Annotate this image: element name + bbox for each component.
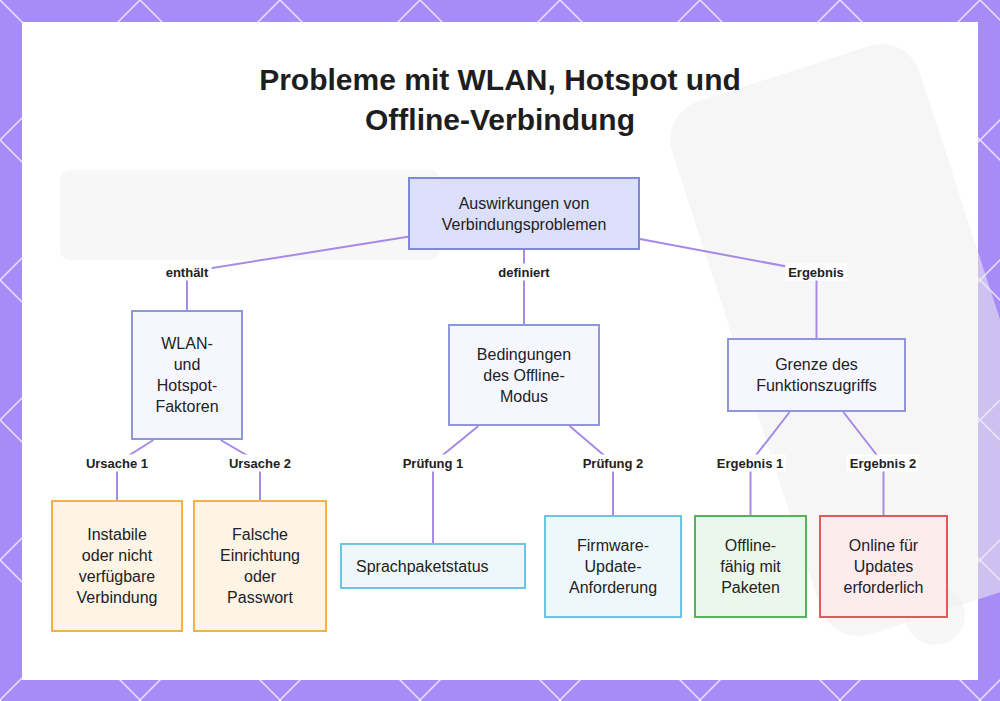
node-label: Instabile oder nicht verfügbare Verbindu… [72,524,162,608]
result-box: Offline-fähig mit Paketen [694,515,807,618]
node-label: Online für Updates erforderlich [836,535,931,598]
node-label: Grenze des Funktionszugriffs [747,354,887,396]
node-label: Auswirkungen von Verbindungsproblemen [424,193,624,235]
edge-label: Ergebnis 1 [714,455,786,472]
node-label: Offline-fähig mit Paketen [711,535,791,598]
node-label: WLAN- und Hotspot-Faktoren [151,333,223,417]
node-label: Bedingungen des Offline-Modus [469,344,579,407]
edge-label: Ursache 2 [226,455,294,472]
connector-line [523,250,525,324]
category-box: WLAN- und Hotspot-Faktoren [131,310,243,440]
check-box: Firmware-Update-Anforderung [544,515,682,618]
edge-label: enthält [163,264,212,281]
node-label: Firmware-Update-Anforderung [566,535,661,598]
edge-label: Prüfung 2 [580,455,647,472]
edge-label: definiert [495,264,552,281]
device-silhouette [660,34,1000,647]
node-label: Sprachpaketstatus [356,556,489,577]
result-box: Online für Updates erforderlich [819,515,948,618]
faded-backdrop [60,170,440,260]
connector-line [433,426,478,543]
diagram-title: Probleme mit WLAN, Hotspot und Offline-V… [210,60,790,140]
edge-label: Ergebnis 2 [847,455,919,472]
edge-label: Ergebnis [785,264,847,281]
cause-box: Falsche Einrichtung oder Passwort [193,500,327,632]
edge-label: Ursache 1 [83,455,151,472]
edge-label: Prüfung 1 [400,455,467,472]
connector-line [640,239,817,338]
connector-line [187,237,408,310]
root-box: Auswirkungen von Verbindungsproblemen [408,177,640,250]
category-box: Bedingungen des Offline-Modus [448,324,600,426]
cause-box: Instabile oder nicht verfügbare Verbindu… [51,500,183,632]
check-box: Sprachpaketstatus [340,543,526,589]
category-box: Grenze des Funktionszugriffs [727,338,906,412]
node-label: Falsche Einrichtung oder Passwort [215,524,305,608]
